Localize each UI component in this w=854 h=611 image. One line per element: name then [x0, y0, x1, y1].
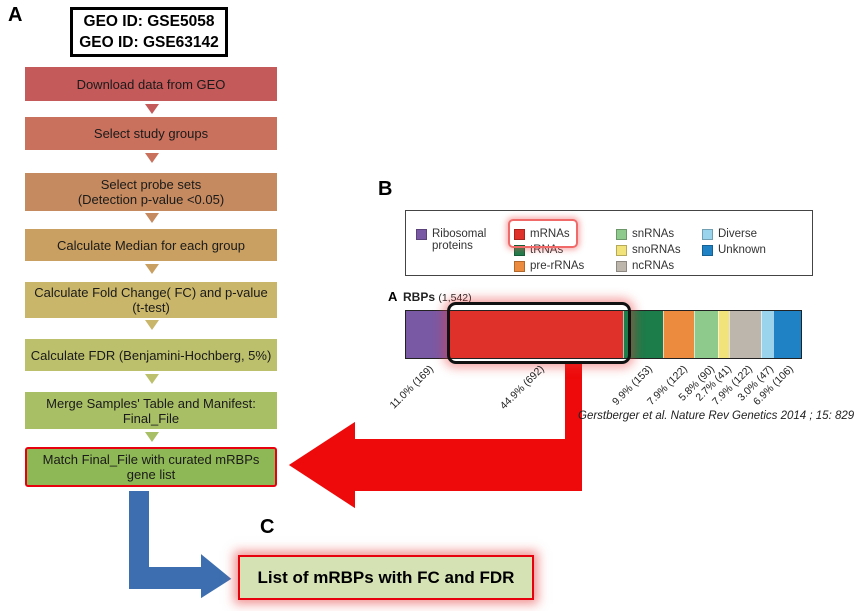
step-merge: Merge Samples' Table and Manifest: Final… [25, 392, 277, 429]
step-match-line1: Match Final_File with curated mRBPs [42, 452, 260, 467]
flow-arrow-3 [145, 213, 159, 223]
panel-label-c: C [260, 516, 275, 538]
bar-segment-pre-rrnas [662, 311, 695, 358]
rbp-title-text: RBPs [403, 290, 436, 304]
bar-segment-ribosomal-proteins [406, 311, 449, 358]
legend-mrna-highlight [508, 219, 578, 248]
bar-segment-unknown [773, 311, 802, 358]
panel-label-b: B [378, 178, 393, 200]
step-select-probes: Select probe sets (Detection p-value <0.… [25, 173, 277, 211]
legend: Ribosomal proteins mRNAs tRNAs pre-rRNAs… [405, 210, 813, 276]
step-merge-line1: Merge Samples' Table and Manifest: [46, 395, 256, 411]
flow-arrow-4 [145, 264, 159, 274]
step-fold-change-line1: Calculate Fold Change( FC) and p-value [34, 285, 268, 300]
legend-item-diverse: Diverse [702, 228, 757, 240]
step-median-text: Calculate Median for each group [57, 237, 245, 253]
bar-segment-diverse [760, 311, 774, 358]
flow-arrow-6 [145, 374, 159, 384]
big-red-arrow [285, 361, 584, 512]
step-select-probes-line1: Select probe sets [100, 177, 202, 192]
step-match-line2: gene list [126, 467, 176, 482]
step-fdr-text: Calculate FDR (Benjamini-Hochberg, 5%) [30, 347, 272, 363]
citation: Gerstberger et al. Nature Rev Genetics 2… [578, 410, 854, 422]
legend-item-mrnas: mRNAs [514, 228, 570, 240]
legend-label: ncRNAs [632, 260, 675, 272]
legend-swatch [616, 261, 627, 272]
connector-arrows [127, 361, 584, 602]
legend-item-snrnas: snRNAs [616, 228, 674, 240]
step-select-groups-text: Select study groups [93, 126, 209, 141]
result-text: List of mRBPs with FC and FDR [257, 567, 515, 587]
step-download-text: Download data from GEO [76, 76, 226, 92]
step-download: Download data from GEO [25, 67, 277, 101]
mrna-segment-highlight [447, 302, 631, 364]
bar-segment-snornas [717, 311, 730, 358]
inner-panel-label-a: A [388, 289, 398, 304]
legend-label: pre-rRNAs [530, 260, 585, 272]
legend-swatch [702, 229, 713, 240]
legend-item-pre-rrnas: pre-rRNAs [514, 260, 584, 272]
result-box: List of mRBPs with FC and FDR [238, 555, 534, 600]
legend-swatch [702, 245, 713, 256]
step-select-groups: Select study groups [25, 117, 277, 150]
legend-item-snornas: snoRNAs [616, 244, 681, 256]
legend-label: Ribosomal [432, 228, 487, 240]
legend-label: Unknown [718, 244, 766, 256]
step-match: Match Final_File with curated mRBPs gene… [25, 447, 277, 487]
bar-segment-mrnas [448, 311, 624, 358]
geo-id-1: GEO ID: GSE5058 [83, 13, 215, 30]
blue-arrow [127, 489, 235, 602]
legend-swatch [514, 229, 525, 240]
step-fold-change: Calculate Fold Change( FC) and p-value (… [25, 282, 277, 318]
bar-segment-snrnas [694, 311, 718, 358]
legend-item-ribosomal: Ribosomal proteins [416, 228, 486, 252]
legend-swatch [616, 229, 627, 240]
flow-arrow-5 [145, 320, 159, 330]
legend-item-ncrnas: ncRNAs [616, 260, 674, 272]
legend-item-unknown: Unknown [702, 244, 766, 256]
step-merge-line2: Final_File [122, 410, 180, 426]
rbp-title: RBPs (1,542) [403, 290, 472, 304]
step-fold-change-line2: (t-test) [132, 300, 170, 315]
bar-segment-ncrnas [729, 311, 761, 358]
legend-label-2: proteins [432, 240, 473, 252]
step-fdr: Calculate FDR (Benjamini-Hochberg, 5%) [25, 339, 277, 371]
legend-label: Diverse [718, 228, 757, 240]
rbp-count: (1,542) [438, 292, 472, 304]
panel-label-a: A [8, 4, 23, 26]
legend-swatch [616, 245, 627, 256]
legend-swatch [514, 245, 525, 256]
legend-swatch [416, 229, 427, 240]
legend-label: snoRNAs [632, 244, 681, 256]
geo-id-box: GEO ID: GSE5058 GEO ID: GSE63142 [70, 7, 228, 57]
step-median: Calculate Median for each group [25, 229, 277, 261]
geo-id-2: GEO ID: GSE63142 [79, 34, 219, 51]
legend-label: mRNAs [530, 228, 570, 240]
legend-swatch [514, 261, 525, 272]
rbp-stacked-bar [405, 310, 802, 359]
flow-arrow-7 [145, 432, 159, 442]
flow-arrow-2 [145, 153, 159, 163]
flow-arrow-1 [145, 104, 159, 114]
legend-label: snRNAs [632, 228, 675, 240]
step-select-probes-line2: (Detection p-value <0.05) [77, 192, 225, 207]
